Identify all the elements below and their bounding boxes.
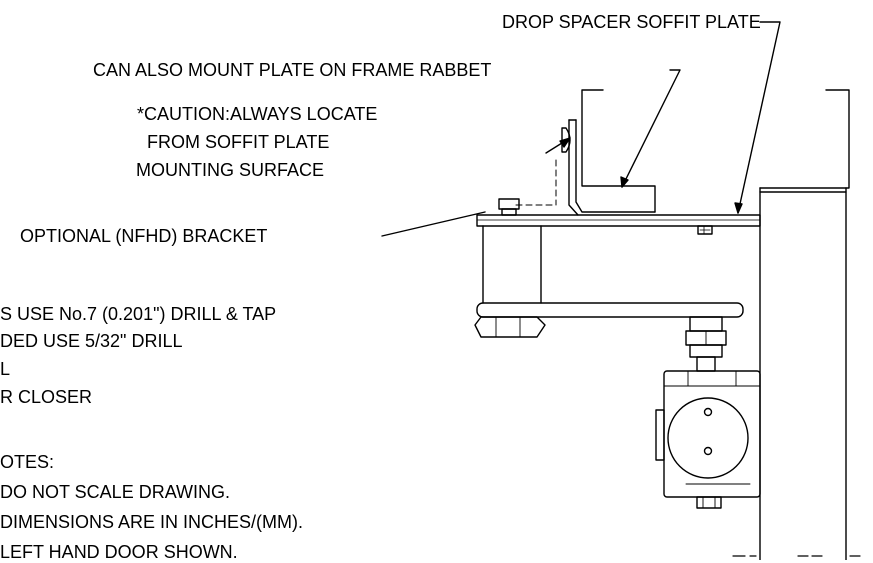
cover-screw-bottom: [703, 446, 713, 456]
leader-drop-spacer: [737, 21, 781, 214]
label-caution-line3: MOUNTING SURFACE: [136, 160, 325, 180]
label-caution-prefix: *CAUTION:: [137, 104, 231, 124]
closer-body: [655, 370, 761, 509]
leader-frame-rabbet: [621, 69, 681, 188]
leader-lines: [381, 21, 781, 237]
arm-hex-nut: [474, 316, 546, 338]
label-caution-line1: ALWAYS LOCATE: [230, 104, 378, 124]
bracket-screw-head: [561, 127, 571, 153]
label-drop-spacer-soffit-plate: DROP SPACER SOFFIT PLATE: [502, 12, 761, 32]
closer-arm: [474, 225, 744, 338]
note-item-3: LEFT HAND DOOR SHOWN.: [0, 542, 238, 562]
arrowhead-drop-spacer: [734, 202, 743, 214]
body-bottom-bolt: [696, 496, 722, 509]
instruction-line-3: L: [0, 359, 11, 379]
cover-screw-top: [703, 407, 713, 417]
pinion-stack: [685, 316, 727, 372]
plate-bolt-head: [498, 198, 520, 210]
plate-screw: [697, 225, 713, 235]
frame-right-profile: [759, 89, 850, 189]
label-caution-line2: FROM SOFFIT PLATE: [147, 132, 330, 152]
frame-structure: [581, 89, 861, 560]
instruction-line-4: R CLOSER: [0, 387, 93, 407]
frame-rabbet-profile: [581, 89, 656, 213]
arrowhead-frame-rabbet: [620, 176, 629, 188]
leader-bracket: [381, 211, 486, 237]
label-frame-rabbet: CAN ALSO MOUNT PLATE ON FRAME RABBET: [93, 60, 492, 80]
closer-cover: [667, 397, 749, 479]
instruction-line-2: DED USE 5/32" DRILL: [0, 331, 183, 351]
note-item-1: DO NOT SCALE DRAWING.: [0, 482, 231, 502]
label-optional-bracket: OPTIONAL (NFHD) BRACKET: [20, 226, 268, 246]
note-item-2: DIMENSIONS ARE IN INCHES/(MM).: [0, 512, 304, 532]
instruction-line-1: S USE No.7 (0.201") DRILL & TAP: [0, 304, 277, 324]
soffit-plate: [476, 214, 761, 235]
nfhd-bracket: [498, 119, 656, 216]
notes-heading: OTES:: [0, 452, 55, 472]
